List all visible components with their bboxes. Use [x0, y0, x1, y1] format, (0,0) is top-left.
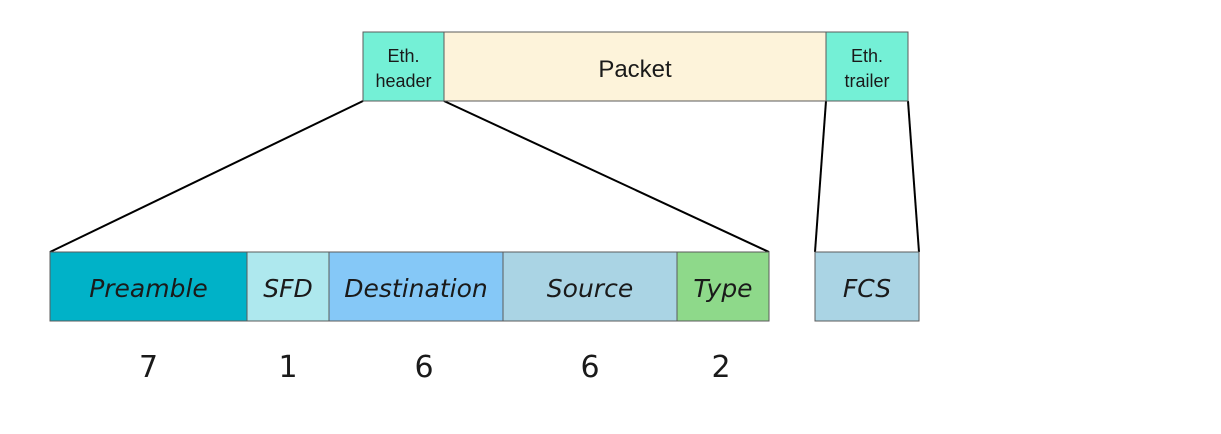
field-box-sfd [246, 251, 330, 322]
field-size-sfd: 1 [278, 350, 297, 385]
field-size-preamble: 7 [139, 350, 158, 385]
packet-box [443, 31, 827, 102]
field-size-type: 2 [711, 350, 730, 385]
packet-label: Packet [598, 56, 672, 83]
trailer-field-fcs: FCS [814, 251, 920, 322]
field-label-fcs: FCS [843, 274, 891, 303]
header-field-preamble: Preamble 7 [49, 251, 248, 385]
field-label-sfd: SFD [263, 274, 313, 303]
eth-header-label-line2: header [375, 71, 431, 91]
connector-header-right [443, 100, 770, 253]
eth-header-label-line1: Eth. [387, 46, 419, 66]
field-label-source: Source [547, 274, 633, 303]
eth-trailer-label-line2: trailer [844, 71, 889, 91]
eth-header-block: Eth. header [362, 31, 445, 102]
header-field-sfd: SFD 1 [246, 251, 330, 385]
field-size-destination: 6 [414, 350, 433, 385]
field-box-destination [328, 251, 504, 322]
connector-trailer-right [907, 100, 920, 253]
field-box-type [676, 251, 770, 322]
connector-trailer-left [814, 100, 827, 253]
eth-trailer-label-line1: Eth. [851, 46, 883, 66]
field-box-preamble [49, 251, 248, 322]
field-box-fcs [814, 251, 920, 322]
field-label-type: Type [693, 274, 752, 303]
header-field-source: Source 6 [502, 251, 678, 385]
field-label-preamble: Preamble [89, 274, 208, 303]
packet-block: Packet [443, 31, 827, 102]
field-label-destination: Destination [344, 274, 487, 303]
header-field-type: Type 2 [676, 251, 770, 385]
field-size-source: 6 [580, 350, 599, 385]
field-box-source [502, 251, 678, 322]
eth-trailer-block: Eth. trailer [825, 31, 909, 102]
connector-header-left [49, 100, 364, 253]
eth-header-box [362, 31, 445, 102]
header-field-destination: Destination 6 [328, 251, 504, 385]
eth-trailer-box [825, 31, 909, 102]
